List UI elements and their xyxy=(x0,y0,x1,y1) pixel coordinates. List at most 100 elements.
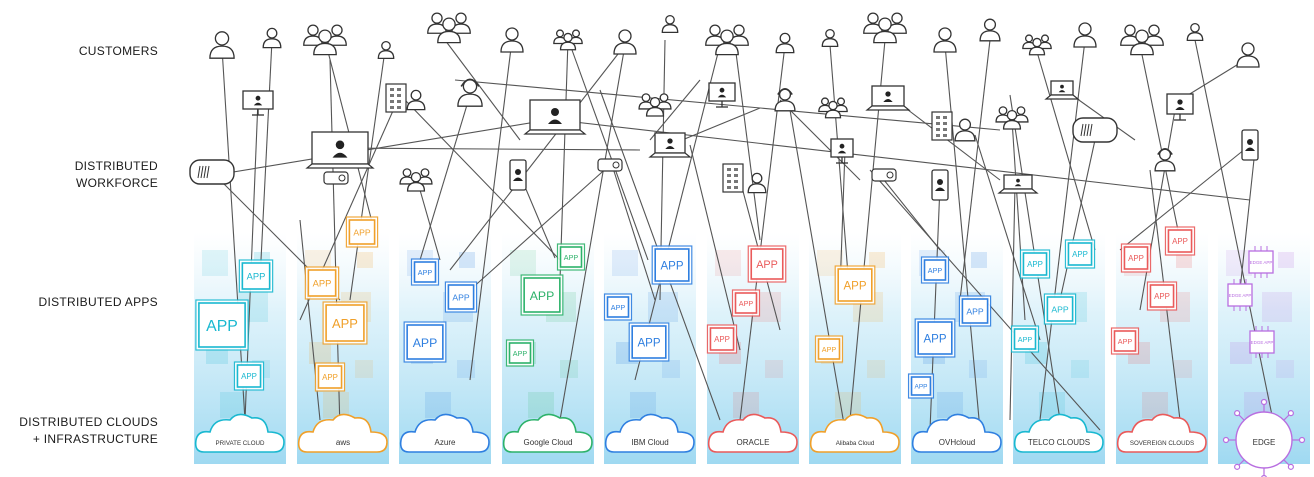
app-label: APP xyxy=(843,280,866,292)
cloud-label: TELCO CLOUDS xyxy=(1028,438,1090,447)
cloud-oracle: ORACLE xyxy=(707,413,798,453)
app-label: APP xyxy=(822,345,837,354)
cloud-alibaba-cloud: Alibaba Cloud xyxy=(809,413,900,453)
person-icon xyxy=(775,32,795,54)
app-tile: APP xyxy=(195,299,249,351)
app-tile: APP xyxy=(1164,226,1196,256)
person-icon xyxy=(873,17,897,44)
people-group-icon xyxy=(638,93,672,117)
app-tile: APP xyxy=(403,321,447,363)
app-tile: APP xyxy=(651,245,693,285)
app-label: APP xyxy=(452,292,470,302)
app-tile: APP xyxy=(322,301,368,345)
app-tile: APP xyxy=(345,216,379,248)
person-icon xyxy=(377,40,395,60)
app-label: APP xyxy=(332,316,358,331)
app-label: APP xyxy=(513,349,528,358)
app-label: APP xyxy=(923,333,946,345)
laptop-user-icon xyxy=(648,132,692,158)
edge-app-label: EDGE APP xyxy=(1229,293,1252,298)
app-tile: APP xyxy=(747,245,787,283)
person-icon xyxy=(954,118,976,142)
app-label: APP xyxy=(241,372,257,381)
app-label: APP xyxy=(1128,254,1144,263)
people-group-icon xyxy=(427,12,471,44)
cloud-aws: aws xyxy=(297,413,388,453)
person-icon xyxy=(427,12,447,34)
mobile-user-icon xyxy=(931,169,949,201)
edge-app-chip: EDGE APP xyxy=(1248,246,1274,278)
laptop-user-icon xyxy=(997,174,1039,194)
app-label: APP xyxy=(714,335,730,344)
edge-app-chip: EDGE APP xyxy=(1227,279,1253,311)
app-label: APP xyxy=(322,373,338,382)
laptop-user-icon xyxy=(523,99,587,135)
person-icon xyxy=(262,27,282,49)
app-tile: APP xyxy=(410,258,440,286)
office-building-icon xyxy=(722,163,744,193)
workforce-row xyxy=(189,78,1259,201)
person-icon xyxy=(834,97,848,113)
app-label: APP xyxy=(660,260,683,272)
cloud-private-cloud: PRIVATE CLOUD xyxy=(194,413,285,453)
headset-agent-icon xyxy=(774,87,796,112)
person-icon xyxy=(406,89,426,111)
people-group-icon xyxy=(705,24,749,56)
monitor-user-icon xyxy=(242,90,274,116)
person-icon xyxy=(451,12,471,34)
app-tile: APP xyxy=(233,361,265,391)
app-label: APP xyxy=(637,337,660,349)
monitor-user-icon xyxy=(830,138,854,164)
app-label: APP xyxy=(247,272,266,282)
mobile-user-icon xyxy=(1241,129,1259,161)
app-label: APP xyxy=(206,318,238,335)
laptop-user-icon xyxy=(1044,80,1080,100)
app-tile: APP xyxy=(907,373,935,399)
apps-row: APP APP APP APP APP APP APP APP APP APP APP APP APP A… xyxy=(195,216,1275,399)
person-icon xyxy=(1236,42,1260,68)
security-camera-icon xyxy=(597,158,623,172)
app-tile: APP xyxy=(1043,293,1077,325)
app-tile: APP xyxy=(556,243,586,271)
app-label: APP xyxy=(611,303,626,312)
person-icon xyxy=(569,29,583,45)
person-icon xyxy=(1154,148,1176,172)
cloud-telco-clouds: TELCO CLOUDS xyxy=(1013,413,1104,453)
vr-headset-icon xyxy=(1072,117,1118,143)
app-label: APP xyxy=(1172,237,1188,246)
people-group-icon xyxy=(553,29,583,51)
app-label: APP xyxy=(1072,250,1088,259)
cloud-label: Alibaba Cloud xyxy=(836,440,875,447)
app-tile: APP xyxy=(505,339,535,367)
monitor-user-icon xyxy=(708,82,736,108)
app-tile: APP xyxy=(834,265,876,305)
app-tile: APP xyxy=(1064,239,1096,269)
app-label: APP xyxy=(915,384,928,391)
people-group-icon xyxy=(863,12,907,44)
edge-app-label: EDGE APP xyxy=(1250,260,1273,265)
app-label: APP xyxy=(1051,304,1069,314)
app-label: APP xyxy=(564,253,579,262)
cloud-ibm-cloud: IBM Cloud xyxy=(604,413,695,453)
person-icon xyxy=(209,31,235,59)
app-label: APP xyxy=(928,266,943,275)
person-icon xyxy=(553,29,567,45)
row-label-distributed-apps: DISTRIBUTED APPS xyxy=(38,295,158,309)
cloud-label: IBM Cloud xyxy=(631,438,668,447)
person-icon xyxy=(1002,109,1022,130)
edge-app-label: EDGE APP xyxy=(1251,340,1274,345)
row-label-distributed-workforce: DISTRIBUTED WORKFORCE xyxy=(74,159,158,190)
office-building-icon xyxy=(931,111,953,141)
cloud-label: aws xyxy=(336,438,350,447)
person-icon xyxy=(863,12,883,34)
cloud-label: Google Cloud xyxy=(524,438,573,447)
security-camera-icon xyxy=(871,168,897,182)
person-icon xyxy=(821,28,839,48)
person-icon xyxy=(747,172,767,194)
cloud-label: OVHcloud xyxy=(939,438,975,447)
person-icon xyxy=(1073,22,1097,48)
laptop-user-icon xyxy=(865,85,911,111)
